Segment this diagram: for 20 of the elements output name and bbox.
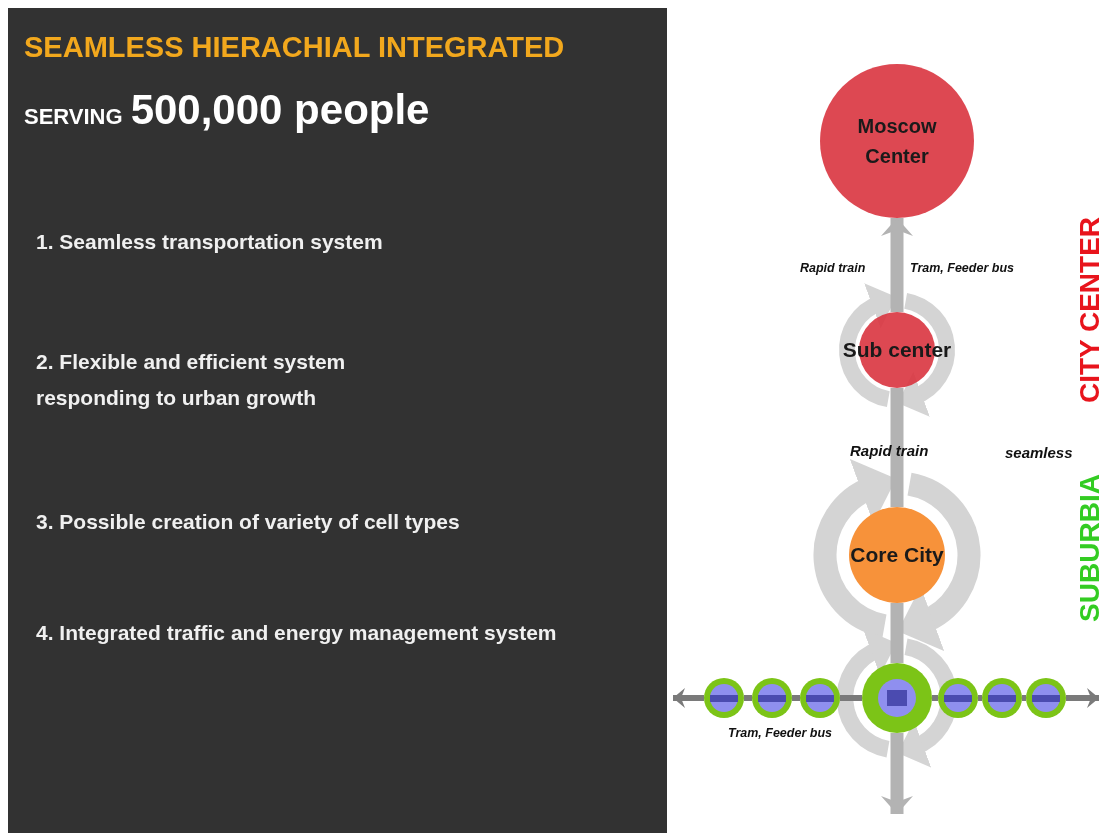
list-item: 2. Flexible and efficient system responding to urban growth	[36, 349, 347, 411]
list-item: 4. Integrated traffic and energy management system	[36, 620, 558, 646]
subtitle-prefix: SERVING	[24, 103, 123, 131]
node-label: Moscow Center	[856, 114, 938, 169]
route-label: Rapid train	[800, 260, 866, 277]
connector-arrow	[881, 218, 913, 312]
route-label: seamless	[1005, 443, 1073, 463]
node-label: Core City	[850, 542, 944, 569]
connector-arrow	[1066, 688, 1099, 708]
list-item: 1. Seamless transportation system	[36, 229, 384, 255]
connector-arrow	[673, 688, 704, 708]
route-label: Tram, Feeder bus	[728, 725, 832, 742]
subtitle: 500,000 people	[130, 85, 430, 135]
route-label: Rapid train	[850, 441, 929, 461]
route-label: Tram, Feeder bus	[910, 260, 1014, 277]
zone-label: SUBURBIA	[1075, 474, 1104, 622]
title: SEAMLESS HIERACHIAL INTEGRATED	[24, 30, 565, 65]
zone-label: CITY CENTER	[1075, 216, 1104, 404]
connector-arrow	[881, 733, 913, 814]
list-item: 3. Possible creation of variety of cell types	[36, 509, 461, 535]
